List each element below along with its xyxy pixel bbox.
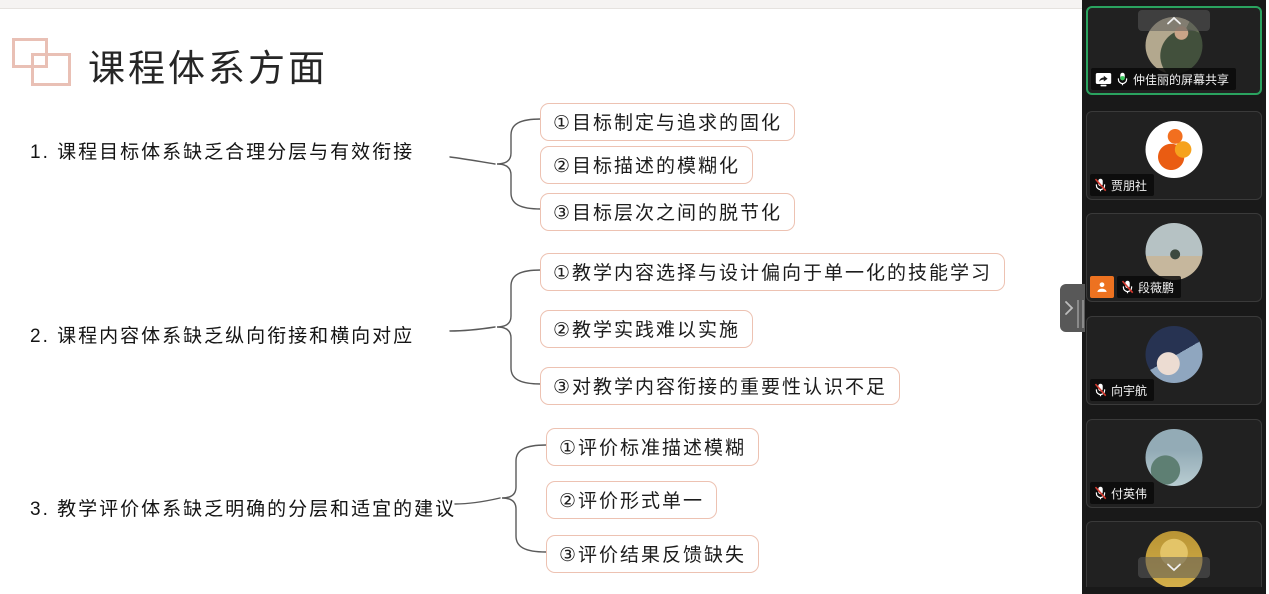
- resize-line: [1077, 300, 1079, 328]
- mic-muted-icon: [1121, 280, 1134, 294]
- mindmap-node: ②教学实践难以实施: [540, 310, 754, 348]
- brace-connector: [449, 269, 542, 385]
- avatar: [1145, 429, 1203, 486]
- participants-panel: 仲佳丽的屏幕共享 贾朋社: [1082, 0, 1266, 594]
- chevron-right-icon: [1065, 301, 1074, 315]
- panel-resize-handle[interactable]: [1077, 300, 1086, 328]
- avatar: [1145, 326, 1203, 383]
- mindmap-node: ①评价标准描述模糊: [546, 428, 760, 466]
- video-tile[interactable]: [1086, 521, 1262, 587]
- mindmap-node: ③对教学内容衔接的重要性认识不足: [540, 367, 901, 405]
- participant-name-bar: 向宇航: [1090, 379, 1155, 401]
- scroll-down-button[interactable]: [1138, 557, 1210, 578]
- participant-name-bar: 仲佳丽的屏幕共享: [1091, 68, 1237, 90]
- video-tile-sharing[interactable]: 仲佳丽的屏幕共享: [1086, 6, 1262, 95]
- avatar: [1145, 121, 1203, 178]
- square-outline: [31, 53, 71, 86]
- chevron-up-icon: [1167, 16, 1181, 25]
- scroll-up-button[interactable]: [1138, 10, 1210, 31]
- branch-2-label: 2. 课程内容体系缺乏纵向衔接和横向对应: [30, 326, 415, 347]
- overlapping-squares-icon: [12, 36, 72, 94]
- brace-connector: [449, 118, 542, 210]
- page-title: 课程体系方面: [88, 48, 328, 89]
- mindmap-node: ②目标描述的模糊化: [540, 146, 754, 184]
- mic-muted-icon: [1094, 178, 1107, 192]
- participant-name: 贾朋社: [1111, 178, 1148, 193]
- video-tile[interactable]: 段薇鹏: [1086, 213, 1262, 302]
- participant-name-bar: 段薇鹏: [1117, 276, 1182, 298]
- participant-name: 仲佳丽的屏幕共享: [1133, 72, 1230, 87]
- screen-share-view: 课程体系方面 1. 课程目标体系缺乏合理分层与有效衔接 ①目标制定与追求的固化 …: [0, 0, 1082, 573]
- resize-line: [1082, 300, 1084, 328]
- participant-name: 段薇鹏: [1138, 280, 1175, 295]
- branch-1-label: 1. 课程目标体系缺乏合理分层与有效衔接: [30, 142, 415, 163]
- panel-collapse-button[interactable]: [1060, 284, 1085, 332]
- mic-muted-icon: [1094, 383, 1107, 397]
- screen-share-icon: [1095, 72, 1112, 86]
- mindmap-node: ①教学内容选择与设计偏向于单一化的技能学习: [540, 253, 1006, 291]
- mic-muted-icon: [1094, 486, 1107, 500]
- brace-connector: [454, 444, 547, 553]
- mic-on-icon: [1117, 72, 1128, 86]
- video-tile[interactable]: 付英伟: [1086, 419, 1262, 508]
- video-tile[interactable]: 向宇航: [1086, 316, 1262, 405]
- participant-name: 向宇航: [1111, 383, 1148, 398]
- top-divider: [0, 0, 1082, 9]
- mindmap-node: ②评价形式单一: [546, 481, 718, 519]
- branch-3-label: 3. 教学评价体系缺乏明确的分层和适宜的建议: [30, 499, 457, 520]
- host-badge: [1090, 276, 1114, 298]
- person-badge-icon: [1097, 282, 1107, 292]
- mindmap-node: ③目标层次之间的脱节化: [540, 193, 796, 231]
- mindmap-node: ③评价结果反馈缺失: [546, 535, 760, 573]
- avatar: [1145, 223, 1203, 280]
- mindmap-node: ①目标制定与追求的固化: [540, 103, 796, 141]
- participant-name: 付英伟: [1111, 486, 1148, 501]
- participant-name-bar: 贾朋社: [1090, 174, 1155, 196]
- chevron-down-icon: [1167, 563, 1181, 572]
- participant-name-bar: 付英伟: [1090, 482, 1155, 504]
- video-tile[interactable]: 贾朋社: [1086, 111, 1262, 200]
- video-tile-list: 仲佳丽的屏幕共享 贾朋社: [1082, 0, 1266, 587]
